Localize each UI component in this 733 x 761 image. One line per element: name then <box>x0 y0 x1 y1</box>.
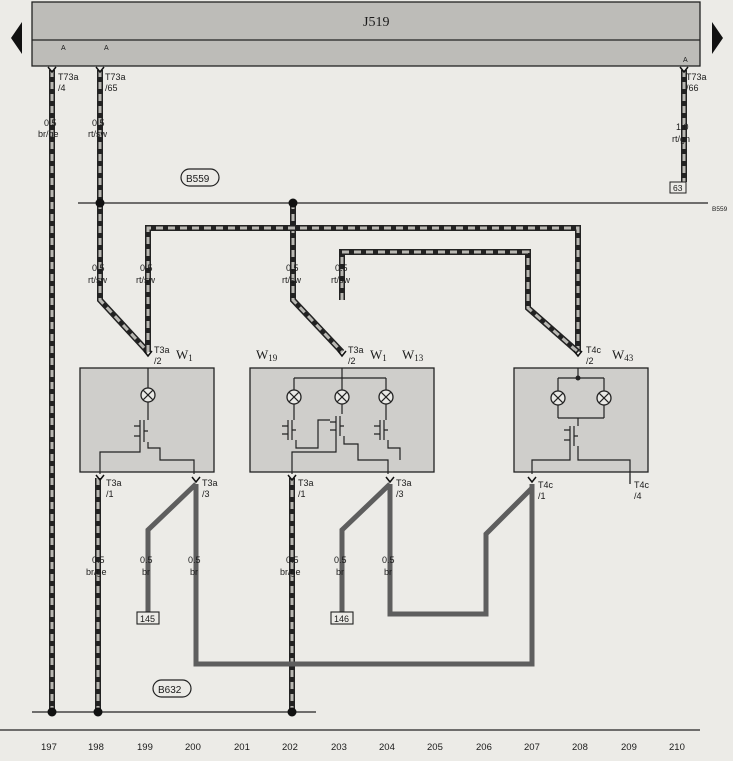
wire-color: br <box>190 567 198 577</box>
connector-label: T4c <box>538 480 554 490</box>
pin-marker: A <box>104 45 109 52</box>
control-unit-label: J519 <box>363 15 389 30</box>
wire-color: br <box>142 567 150 577</box>
column-number: 197 <box>41 742 57 753</box>
column-number: 198 <box>88 742 104 753</box>
wire-size: 0.5 <box>92 555 105 565</box>
column-number: 206 <box>476 742 492 753</box>
next-page-arrow-icon[interactable] <box>712 22 723 54</box>
junction-label-b559: B559 <box>186 174 210 185</box>
column-number: 210 <box>669 742 685 753</box>
junction-badge-b559 <box>180 168 220 187</box>
footer-columns: 197 198 199 200 201 202 203 204 205 206 … <box>41 742 685 753</box>
wire-color: rt/gn <box>672 134 690 144</box>
reference-box-63 <box>669 181 687 194</box>
junction-badge-b632 <box>152 679 192 698</box>
wire-size: 0.5 <box>92 263 105 273</box>
wire-size: 0.5 <box>286 263 299 273</box>
column-number: 199 <box>137 742 153 753</box>
reference-box-145 <box>136 611 160 625</box>
wire-color: rt/sw <box>136 275 155 285</box>
connector-pin: /4 <box>58 83 66 93</box>
wire-size: 0.5 <box>334 555 347 565</box>
connector-label: T3a <box>202 478 218 488</box>
component-label-w43: W43 <box>612 347 634 363</box>
connector-pin: /3 <box>202 489 210 499</box>
wire-size: 0.5 <box>382 555 395 565</box>
wire-size: 0.5 <box>92 118 105 128</box>
wire-size: 0.5 <box>188 555 201 565</box>
wire-color: br/ge <box>280 567 301 577</box>
wire-color: br/ge <box>38 129 59 139</box>
reference-label: 146 <box>334 614 349 624</box>
connector-label: T3a <box>298 478 314 488</box>
control-unit-bar <box>31 1 701 67</box>
connector-pin: /65 <box>105 83 118 93</box>
component-label-w1: W1 <box>176 347 193 363</box>
connector-pin: /1 <box>538 491 546 501</box>
pin-marker: A <box>683 57 688 64</box>
pin-marker: A <box>61 45 66 52</box>
connector-label: T4c <box>586 345 602 355</box>
reference-label: 63 <box>673 183 683 193</box>
splice-point <box>287 707 297 717</box>
column-number: 200 <box>185 742 201 753</box>
wire-size: 1.0 <box>676 122 689 132</box>
wire-size: 0.5 <box>140 555 153 565</box>
connector-pin: /1 <box>298 489 306 499</box>
wire-color: rt/sw <box>331 275 350 285</box>
connector-label: T73a <box>686 72 707 82</box>
reference-label: 145 <box>140 614 155 624</box>
wire-size: 0.5 <box>140 263 153 273</box>
column-number: 208 <box>572 742 588 753</box>
wire-color: rt/sw <box>88 275 107 285</box>
connector-pin: /1 <box>106 489 114 499</box>
connector-label: T73a <box>58 72 79 82</box>
connector-pin: /3 <box>396 489 404 499</box>
column-number: 202 <box>282 742 298 753</box>
wire-color: rt/sw <box>282 275 301 285</box>
component-label-w19: W19 <box>256 347 278 363</box>
splice-point <box>93 707 103 717</box>
junction-label-b559-edge: B559 <box>712 206 728 213</box>
component-label-w1: W1 <box>370 347 387 363</box>
component-w1-left <box>79 367 215 473</box>
splice-point <box>95 198 105 208</box>
previous-page-arrow-icon[interactable] <box>11 22 22 54</box>
connector-label: T4c <box>634 480 650 490</box>
column-number: 201 <box>234 742 250 753</box>
connector-pin: /2 <box>348 356 356 366</box>
wire-color: br <box>336 567 344 577</box>
column-number: 205 <box>427 742 443 753</box>
column-number: 209 <box>621 742 637 753</box>
connector-pin: /4 <box>634 491 642 501</box>
junction-label-b632: B632 <box>158 685 182 696</box>
wire-color: br <box>384 567 392 577</box>
connector-label: T3a <box>348 345 364 355</box>
connector-label: T3a <box>106 478 122 488</box>
splice-point <box>47 707 57 717</box>
connector-label: T3a <box>154 345 170 355</box>
wire-color: rt/sw <box>88 129 107 139</box>
connector-pin: /66 <box>686 83 699 93</box>
connector-pin: /2 <box>586 356 594 366</box>
wire-size: 0.5 <box>335 263 348 273</box>
connector-pin: /2 <box>154 356 162 366</box>
column-number: 204 <box>379 742 395 753</box>
component-w43 <box>513 367 649 473</box>
column-number: 207 <box>524 742 540 753</box>
reference-box-146 <box>330 611 354 625</box>
splice-point <box>288 198 298 208</box>
wire-size: 0.5 <box>286 555 299 565</box>
wire-size: 0.5 <box>44 118 57 128</box>
column-number: 203 <box>331 742 347 753</box>
component-label-w13: W13 <box>402 347 424 363</box>
wire-color: br/ge <box>86 567 107 577</box>
connector-label: T73a <box>105 72 126 82</box>
connector-label: T3a <box>396 478 412 488</box>
